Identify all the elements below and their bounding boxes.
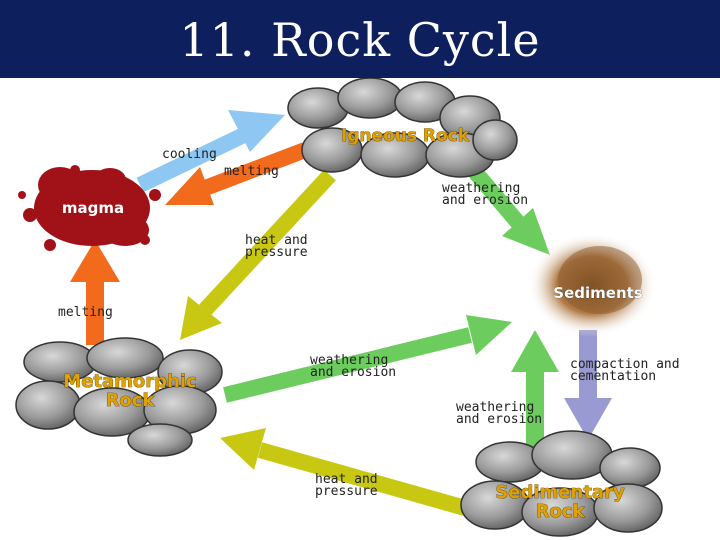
label-weathering-mid-1: weathering [310, 353, 388, 368]
metamorphic-rock-image [15, 337, 223, 457]
slide-title: 11. Rock Cycle [179, 13, 541, 67]
igneous-rock-label: Igneous Rock [341, 126, 470, 146]
label-melting-top: melting [224, 164, 279, 179]
sedimentary-rock-label-line2: Rock [536, 501, 586, 522]
sedimentary-rock-image [460, 430, 663, 537]
label-heat-bottom-2: pressure [315, 484, 378, 499]
label-weathering-low-2: and erosion [456, 412, 542, 427]
metamorphic-rock-label-line2: Rock [106, 390, 156, 411]
label-heat-top-1: heat and [245, 233, 308, 248]
arrow-melting-left [70, 240, 120, 345]
arrow-cooling [136, 110, 285, 193]
label-melting-left: melting [58, 305, 113, 320]
igneous-rock-image [287, 78, 518, 178]
label-weathering-mid-2: and erosion [310, 365, 396, 380]
sediments-label: Sediments [553, 284, 643, 302]
label-weathering-top-1: weathering [442, 181, 520, 196]
arrow-melting-top [165, 142, 308, 205]
label-weathering-low-1: weathering [456, 400, 534, 415]
arrow-heat-pressure-bottom [220, 428, 468, 516]
label-compaction-1: compaction and [570, 357, 680, 372]
arrow-weathering-low [511, 330, 559, 450]
label-weathering-top-2: and erosion [442, 193, 528, 208]
arrow-heat-pressure-top [180, 169, 336, 340]
sedimentary-rock-label-line1: Sedimentary [495, 482, 625, 503]
rock-cycle-diagram: Igneous Rock magma Sediments Metamorphic… [15, 78, 680, 537]
title-bar [0, 0, 720, 78]
label-cooling: cooling [162, 147, 217, 162]
metamorphic-rock-label-line1: Metamorphic [63, 371, 196, 392]
label-heat-top-2: pressure [245, 245, 308, 260]
magma-label: magma [62, 199, 124, 217]
label-heat-bottom-1: heat and [315, 472, 378, 487]
arrow-weathering-mid [223, 315, 512, 403]
sediments-image [528, 233, 656, 337]
magma-splat-image [18, 165, 161, 251]
label-compaction-2: cementation [570, 369, 656, 384]
arrow-compaction [564, 330, 612, 440]
